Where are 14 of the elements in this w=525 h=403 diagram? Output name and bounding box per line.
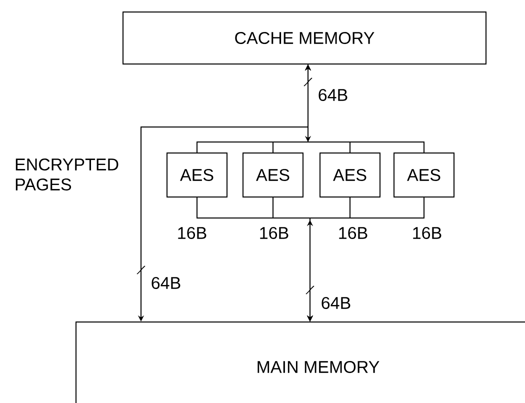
bus-width-label: 64B: [322, 296, 350, 309]
aes-box: AES: [166, 152, 228, 198]
memory-box: CACHE MEMORY: [122, 12, 486, 64]
memory-box: MAIN MEMORY: [76, 321, 525, 403]
bus-width-label: 16B: [413, 226, 442, 239]
aes-box: AES: [394, 152, 454, 198]
bus-width-label: 16B: [339, 226, 368, 239]
edge-label: 64B: [152, 276, 180, 289]
side-label: ENCRYPTED PAGES: [16, 158, 118, 191]
aes-box: AES: [320, 152, 380, 198]
bus-width-label: 16B: [178, 226, 206, 239]
bus-width-label: 16B: [260, 226, 288, 239]
bus-width-label: 64B: [318, 88, 348, 102]
aes-box: AES: [242, 152, 304, 198]
